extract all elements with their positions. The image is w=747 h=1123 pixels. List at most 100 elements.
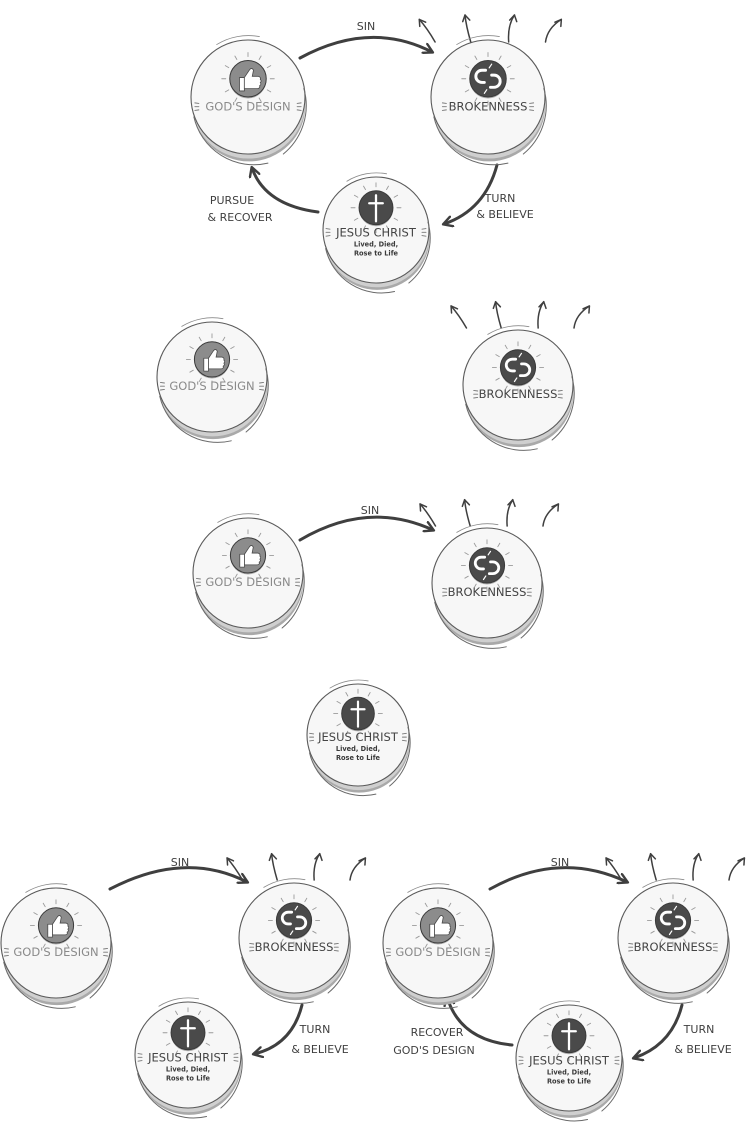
badge-ray (556, 1013, 559, 1019)
burst-arrow-head (461, 498, 471, 508)
label-pursue-1: PURSUE (210, 194, 254, 207)
node-gods-design-2-badge-rays (185, 333, 239, 386)
badge-ray (234, 573, 238, 579)
title-dash (296, 102, 302, 104)
badge-ray (312, 907, 317, 911)
badge-ray (336, 723, 341, 727)
badge-ray (258, 55, 262, 60)
thumb-hand (244, 545, 262, 566)
badge-ray (424, 902, 428, 908)
node-brokenness-2: BROKENNESS (462, 325, 575, 451)
title-dash (442, 587, 448, 590)
title-dash (385, 947, 391, 950)
badge-ray (386, 225, 389, 230)
brokenness-burst-2 (450, 300, 591, 329)
node-jesus-christ-1-subtitle-line2: Rose to Life (354, 249, 399, 257)
burst-arrow-head (605, 857, 614, 866)
break-mark (487, 550, 492, 556)
badge-ray (74, 912, 79, 916)
brokenness-burst-1 (418, 14, 563, 43)
arrow-recover-6 (447, 997, 514, 1047)
arrow-turn-6 (634, 1003, 684, 1058)
thumbs-up-icon (47, 915, 70, 938)
badge-ray (74, 935, 79, 939)
badge-ray (266, 89, 272, 93)
chain-left (474, 68, 488, 84)
chain-right (673, 915, 687, 931)
broken-chain-icon (474, 63, 502, 94)
badge-ray (198, 377, 202, 383)
node-gods-design-3-sketch-stroke (281, 564, 305, 629)
node-jesus-christ-4-sketch-stroke (389, 726, 411, 787)
node-gods-design-1: GOD'S DESIGN (190, 35, 307, 166)
burst-arrow-head (647, 852, 657, 862)
title-dash (103, 947, 109, 950)
node-jesus-christ-4-subtitle-line1: Lived, Died, (336, 745, 380, 753)
thumb-hand (52, 915, 70, 936)
title-dash (159, 381, 165, 384)
title-dash (614, 1063, 620, 1065)
burst-arrow (544, 18, 563, 43)
thumb-cuff (47, 923, 53, 938)
badge-ray (504, 344, 508, 350)
burst-arrow-head (507, 498, 516, 508)
node-jesus-christ-6-sketch-stroke (601, 1049, 624, 1112)
brokenness-burst-5 (226, 852, 367, 881)
burst-arrow-head (551, 503, 560, 512)
node-brokenness-5-title: BROKENNESS (255, 940, 334, 954)
badge-ray (415, 935, 420, 939)
arrow-sin-5 (108, 866, 247, 891)
node-jesus-christ-6-sketch-stroke (539, 1000, 580, 1010)
burst-arrow (450, 305, 468, 329)
node-gods-design-1-title: GOD'S DESIGN (205, 100, 290, 114)
node-jesus-christ-1-sketch-stroke (408, 221, 431, 284)
title-dash (137, 1060, 143, 1062)
break-mark (513, 377, 518, 383)
node-brokenness-1-title: BROKENNESS (449, 100, 528, 114)
node-gods-design-6-title: GOD'S DESIGN (395, 945, 480, 959)
chain-right (518, 362, 532, 378)
title-dash (259, 388, 265, 391)
node-jesus-christ-5-sketch-stroke (220, 1046, 243, 1109)
node-gods-design-2: GOD'S DESIGN (156, 317, 269, 443)
badge-ray (312, 930, 317, 934)
badge-ray (456, 912, 461, 916)
break-mark (482, 575, 487, 581)
node-gods-design-1-sketch-stroke (282, 87, 307, 155)
node-jesus-christ-6-badge-rays (543, 1010, 595, 1062)
title-dash (628, 949, 634, 952)
badge-ray (546, 1045, 552, 1049)
badge-ray (66, 902, 70, 908)
badge-ray (393, 194, 399, 198)
title-dash (614, 1056, 620, 1058)
thumb-hand (434, 915, 452, 936)
badge-ray (189, 369, 194, 373)
burst-arrow-head (538, 300, 547, 310)
badge-ray (33, 935, 38, 939)
thumbs-up-icon (239, 68, 262, 92)
break-mark (668, 930, 673, 936)
badge-ray (198, 1010, 201, 1016)
badge-ray (258, 532, 262, 538)
badge-ray (353, 194, 359, 198)
badge-ray (546, 1022, 552, 1026)
chain-left (504, 357, 518, 373)
label-recover-1: & RECOVER (208, 211, 273, 224)
node-gods-design-6: GOD'S DESIGN (382, 883, 495, 1009)
arrow-sin-3 (298, 515, 433, 542)
node-jesus-christ-5-subtitle-line2: Rose to Life (166, 1074, 211, 1082)
burst-arrow-head (737, 857, 746, 866)
badge-ray (266, 565, 271, 569)
arrow-sin-1 (298, 35, 432, 60)
badge-ray (464, 575, 469, 579)
burst-arrow (728, 857, 746, 881)
node-brokenness-6-badge-rays (646, 894, 700, 947)
node-brokenness-1-badge-rays (461, 52, 515, 106)
break-mark (673, 905, 678, 911)
node-gods-design-1-sketch-stroke (216, 35, 260, 45)
label-believe-6: & BELIEVE (674, 1043, 731, 1056)
node-jesus-christ-5-sketch-stroke (137, 1073, 208, 1119)
title-dash (485, 947, 491, 950)
badge-ray (225, 542, 230, 546)
